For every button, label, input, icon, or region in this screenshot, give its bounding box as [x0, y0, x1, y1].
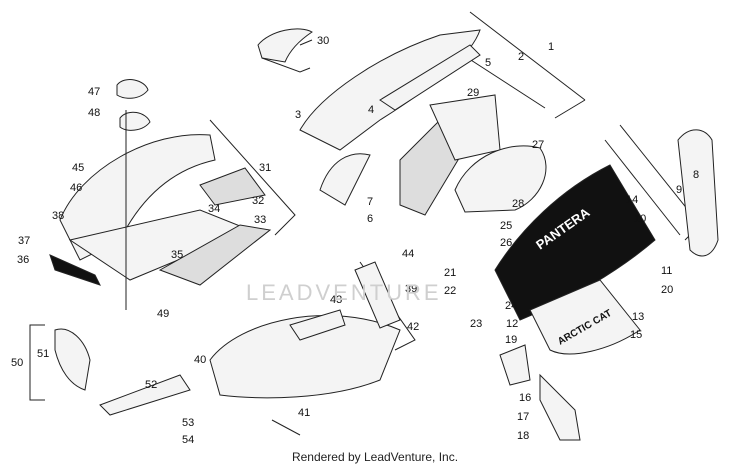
- callout-27: 27: [532, 139, 544, 151]
- callout-5: 5: [485, 57, 491, 69]
- part-18-skid: [539, 373, 581, 441]
- callout-labels: 1 2 3 4 5 6 7 8 9 10 11 12 13 14 15 16 1…: [11, 35, 699, 446]
- callout-14: 14: [626, 194, 638, 206]
- callout-10: 10: [634, 213, 646, 225]
- bracket-1-side: [554, 99, 586, 119]
- callout-51: 51: [37, 348, 49, 360]
- callout-13: 13: [632, 311, 644, 323]
- callout-17: 17: [517, 411, 529, 423]
- part-5-panel: [379, 44, 481, 111]
- callout-15: 15: [630, 329, 642, 341]
- part-30-windshield-top: [257, 28, 313, 63]
- leader-30-top: [299, 39, 313, 46]
- callout-33: 33: [254, 214, 266, 226]
- callout-16: 16: [519, 392, 531, 404]
- part-32-mesh: [199, 167, 266, 206]
- callout-48: 48: [88, 107, 100, 119]
- part-30-right-trim: [677, 129, 719, 257]
- callout-42: 42: [407, 321, 419, 333]
- callout-45a: 45: [72, 162, 84, 174]
- part-52-plate: [99, 374, 191, 416]
- callout-1: 1: [548, 41, 554, 53]
- callout-7: 7: [367, 196, 373, 208]
- callout-3: 3: [295, 109, 301, 121]
- part-51-guard: [54, 328, 91, 391]
- callout-37: 37: [18, 235, 30, 247]
- callout-44: 44: [402, 248, 414, 260]
- part-7-side: [319, 153, 371, 206]
- callout-22: 22: [444, 285, 456, 297]
- callout-54: 54: [182, 434, 194, 446]
- callout-28: 28: [512, 198, 524, 210]
- callout-25: 25: [500, 220, 512, 232]
- callout-20: 20: [661, 284, 673, 296]
- bracket-31: [209, 119, 296, 236]
- callout-4: 4: [368, 104, 374, 116]
- callout-30a: 30: [317, 35, 329, 47]
- part-44-strip: [354, 261, 401, 329]
- callout-50a: 50: [11, 357, 23, 369]
- bracket-1: [469, 11, 586, 101]
- callout-38a: 38: [52, 210, 64, 222]
- callout-12: 12: [506, 318, 518, 330]
- callout-41: 41: [298, 407, 310, 419]
- callout-32: 32: [252, 195, 264, 207]
- part-left-console: [59, 134, 216, 261]
- callout-9: 9: [676, 184, 682, 196]
- callout-46a: 46: [70, 182, 82, 194]
- part-33-mesh: [158, 224, 272, 286]
- watermark: LEADVENTURE: [246, 280, 442, 305]
- part-27-window: [454, 145, 547, 213]
- callout-18: 18: [517, 430, 529, 442]
- callout-40: 40: [194, 354, 206, 366]
- callout-21: 21: [444, 267, 456, 279]
- callout-6: 6: [367, 213, 373, 225]
- callout-49: 49: [157, 308, 169, 320]
- callout-29a: 29: [467, 87, 479, 99]
- callout-34: 34: [208, 203, 220, 215]
- callout-8: 8: [693, 169, 699, 181]
- callout-39: 39: [405, 283, 417, 295]
- bracket-50: [29, 324, 45, 401]
- part-48-ring: [119, 111, 151, 131]
- callout-53: 53: [182, 417, 194, 429]
- part-front-lower: [529, 279, 641, 355]
- part-16-bracket: [499, 344, 531, 386]
- callout-2: 2: [518, 51, 524, 63]
- bracket-9: [604, 139, 681, 236]
- callout-31: 31: [259, 162, 271, 174]
- callout-47: 47: [88, 86, 100, 98]
- callout-19a: 19: [505, 334, 517, 346]
- part-43-panel: [289, 309, 346, 341]
- footer-credit: Rendered by LeadVenture, Inc.: [291, 450, 459, 464]
- part-37-trim: [49, 254, 101, 286]
- callout-23: 23: [470, 318, 482, 330]
- callout-24: 24: [505, 300, 517, 312]
- part-47-ring: [116, 79, 149, 99]
- part-30-detail: [261, 57, 311, 73]
- callout-36a: 36: [17, 254, 29, 266]
- part-40-belly-pan: [209, 315, 401, 399]
- callout-43: 43: [330, 294, 342, 306]
- callout-35: 35: [171, 249, 183, 261]
- leader-36-bottom: [271, 419, 301, 436]
- callout-26: 26: [500, 237, 512, 249]
- callout-11: 11: [661, 265, 672, 277]
- callout-52: 52: [145, 379, 157, 391]
